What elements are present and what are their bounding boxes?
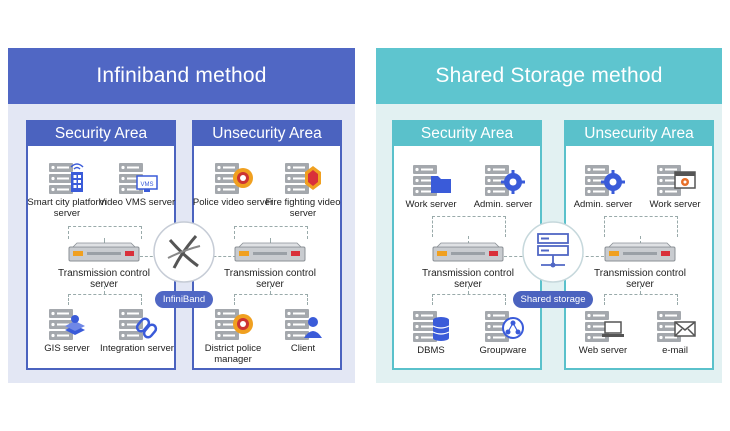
server-gear-icon	[485, 165, 525, 196]
server-network-icon	[485, 311, 524, 342]
web-server: Web server	[558, 308, 648, 356]
connector	[640, 236, 641, 244]
server-envelope-icon	[657, 311, 696, 342]
connector	[468, 286, 469, 294]
connector	[68, 226, 142, 239]
groupware: Groupware	[458, 308, 548, 356]
node-label: Admin. server	[473, 199, 533, 210]
fire-fighting-video-server: Fire fighting video server	[258, 160, 348, 219]
integration-server: Integration server	[92, 306, 182, 354]
infiniband-panel: Infiniband method Security Area Unsecuri…	[8, 48, 355, 383]
area-title: Security Area	[28, 122, 174, 146]
rack-server-icon	[604, 242, 676, 262]
server-map-icon	[49, 309, 85, 340]
connector	[604, 294, 678, 305]
infiniband-logo-icon	[153, 221, 215, 283]
rack-server-icon	[68, 242, 140, 262]
transmission-control-server: Transmission control server	[222, 242, 318, 290]
admin-server: Admin. server	[558, 162, 648, 210]
connector	[604, 216, 678, 237]
shared-storage-hub: Shared storage	[506, 220, 600, 308]
e-mail: e-mail	[630, 308, 720, 356]
server-police-badge-icon	[215, 309, 253, 340]
video-vms-server: VMS Video VMS server	[92, 160, 182, 208]
gis-server: GIS server	[22, 306, 112, 354]
node-label: Admin. server	[573, 199, 633, 210]
area-title: Unsecurity Area	[194, 122, 340, 146]
area-title: Unsecurity Area	[566, 122, 712, 146]
admin-server: Admin. server	[458, 162, 548, 210]
node-label: Video VMS server	[98, 197, 176, 208]
work-server: Work server	[386, 162, 476, 210]
work-server: Work server	[630, 162, 720, 210]
node-label: Integration server	[100, 343, 174, 354]
node-label: Smart city platform server	[27, 197, 107, 219]
vms-badge: VMS	[140, 182, 153, 188]
server-gear-icon	[585, 165, 625, 196]
hub-label: Shared storage	[512, 291, 594, 308]
transmission-control-server: Transmission control server	[56, 242, 152, 290]
police-video-server: Police video server	[188, 160, 278, 208]
node-label: Police video server	[192, 197, 274, 208]
server-police-badge-icon	[215, 163, 253, 194]
connector	[432, 216, 506, 237]
area-title: Security Area	[394, 122, 540, 146]
server-building-icon	[49, 163, 84, 194]
smart-city-platform-server: Smart city platform server	[22, 160, 112, 219]
connector	[234, 226, 308, 239]
connector	[270, 238, 271, 244]
server-database-icon	[413, 311, 450, 342]
node-label: e-mail	[662, 345, 688, 356]
node-label: Transmission control server	[422, 268, 514, 290]
connector	[270, 286, 271, 294]
server-monitor-icon: VMS	[119, 163, 158, 194]
server-window-gear-icon	[657, 165, 696, 196]
node-label: Work server	[405, 199, 457, 210]
connector	[68, 294, 142, 305]
node-label: Transmission control server	[224, 268, 316, 290]
connector	[104, 286, 105, 294]
node-label: Transmission control server	[58, 268, 150, 290]
connector	[640, 286, 641, 294]
node-label: Transmission control server	[594, 268, 686, 290]
node-label: Work server	[649, 199, 701, 210]
node-label: Fire fighting video server	[265, 197, 341, 219]
server-link-icon	[119, 309, 158, 340]
server-folder-icon	[413, 165, 451, 196]
infiniband-hub: InfiniBand	[142, 220, 226, 308]
node-label: Client	[290, 343, 316, 354]
node-label: Web server	[578, 345, 628, 356]
server-user-icon	[285, 309, 322, 340]
server-fire-badge-icon	[285, 163, 321, 194]
dbms: DBMS	[386, 308, 476, 356]
connector	[432, 294, 506, 305]
client: Client	[258, 306, 348, 354]
node-label: GIS server	[44, 343, 90, 354]
node-label: District police manager	[204, 343, 262, 365]
connector	[234, 294, 308, 305]
district-police-manager: District police manager	[188, 306, 278, 365]
server-laptop-icon	[585, 311, 624, 342]
storage-icon	[522, 221, 584, 283]
connector	[104, 238, 105, 244]
shared-storage-panel: Shared Storage method Security Area Unse…	[376, 48, 722, 383]
transmission-control-server: Transmission control server	[592, 242, 688, 290]
transmission-control-server: Transmission control server	[420, 242, 516, 290]
connector	[468, 236, 469, 244]
panel-title: Shared Storage method	[376, 48, 722, 104]
panel-title: Infiniband method	[8, 48, 355, 104]
rack-server-icon	[432, 242, 504, 262]
node-label: Groupware	[479, 345, 527, 356]
rack-server-icon	[234, 242, 306, 262]
hub-label: InfiniBand	[154, 291, 214, 308]
node-label: DBMS	[417, 345, 445, 356]
